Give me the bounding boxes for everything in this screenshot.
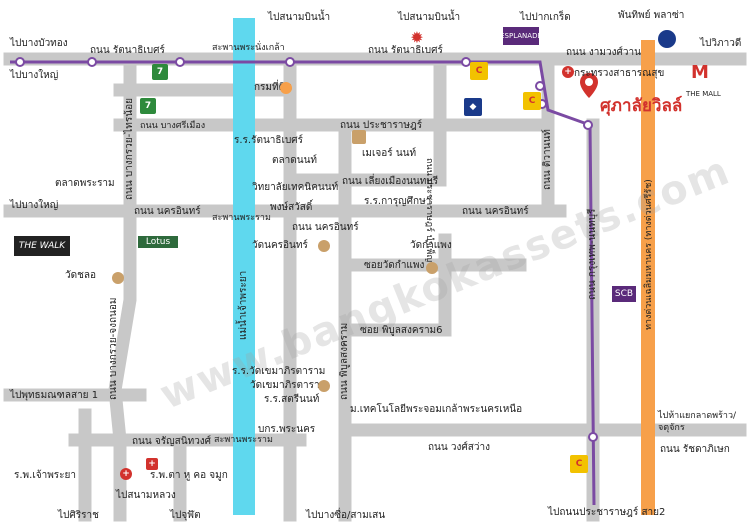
station-6 [535, 81, 545, 91]
place-technic-pnn: ม.เทคโนโลยีพระจอมเกล้าพระนครเหนือ [350, 404, 523, 415]
place-rr-kan-suksa: ร.ร.การุญศึกษา [364, 196, 432, 207]
label-sanam-bin-nam-1: ไปสนามบินน้ำ [268, 12, 331, 23]
road-soi-phibun [338, 233, 452, 337]
major-icon [352, 130, 366, 144]
place-lat-phrao: ไปห้าแยกลาดพร้าว/ จตุจักร [658, 411, 737, 433]
road-label-bang-si-mueang: ถนน บางศรีเมือง [140, 121, 206, 131]
station-8 [583, 120, 593, 130]
the-mall-logo: M [691, 61, 709, 83]
station-2 [87, 57, 97, 67]
place-rr-wat-khema: ร.ร.วัดเขมาภิรตาราม [232, 366, 326, 377]
hospital-icon-2: + [146, 458, 158, 470]
central-logo: ✹ [410, 27, 424, 47]
bank-icon: ◆ [464, 98, 482, 116]
place-rp-ta-hu: ร.พ.ตา หู คอ จมูก [150, 470, 228, 481]
road-label-pracharat: ถนน กรุงเทพ-นนทบุรี [587, 208, 598, 300]
purple-line-stations [15, 57, 598, 442]
road-label-ngamwongwan: ถนน งามวงศ์วาน [566, 47, 641, 58]
place-wat-kam-phaeng: วัดกำแพง [410, 240, 452, 251]
project-title: ศุภาลัยวิลล์ [600, 96, 683, 116]
road-label-bang-kruai: ถนน บางกรวย-จงถนอม [108, 297, 119, 401]
road-label-prachaniwet: ถนน ประชาราษฎร์ [340, 120, 423, 131]
place-pracharat-sai2: ไปถนนประชาราษฎร์ สาย2 [548, 507, 666, 518]
seven-eleven-icon-2: 7 [140, 98, 156, 114]
place-soi-phibun: ซอย พิบูลสงคราม6 [360, 325, 443, 336]
place-phutthamonthon: ไปพุทธมณฑลสาย 1 [10, 390, 99, 401]
road-label-phibunsongkhram: ถนน พิบูลสงคราม [339, 322, 350, 400]
road-label-charan: ถนน จรัญสนิทวงศ์ [132, 436, 212, 447]
esplanade-logo: ESPLANADE [500, 27, 542, 45]
place-wat-chalo: วัดชลอ [65, 270, 97, 281]
place-wat-nakhon-in: วัดนครอินทร์ [252, 240, 308, 251]
place-bang-son: ไปบางซื่อ/สามเสน [306, 510, 386, 521]
place-rr-rattanathibet: ร.ร.รัตนาธิเบศร์ [234, 135, 304, 146]
place-rr-sarasas: ร.ร.สตรีนนท์ [264, 394, 320, 405]
road-label-expressway: ทางด่วนเฉลิมมหานคร (ทางด่วนศรีรัช) [644, 179, 654, 330]
bridge-phra-nang-klao: สะพานพระนั่งเกล้า [212, 43, 285, 53]
station-4 [285, 57, 295, 67]
place-siriraj: ไปศิริราช [58, 510, 99, 521]
temple-icon-3 [318, 380, 330, 392]
road-label-ratchadaphisek: ถนน รัชดาภิเษก [660, 444, 730, 455]
big-c-icon: C [470, 62, 488, 80]
place-sanam-luang: ไปสนามหลวง [116, 490, 176, 501]
road-label-wong-sawang: ถนน วงศ์สว่าง [428, 442, 490, 453]
place-pinklao: ไปจุฬัต [170, 510, 201, 521]
place-bang-yai-left: ไปบางใหญ่ [10, 200, 59, 211]
label-sanam-bin-nam-2: ไปสนามบินน้ำ [398, 12, 461, 23]
place-pongsawat: พงษ์สวัสดิ์ [270, 202, 313, 213]
big-c-icon-3: C [570, 455, 588, 473]
road-label-nakhon-in-3: ถนน นครอินทร์ [462, 206, 529, 217]
hospital-icon: + [562, 66, 574, 78]
temple-icon-4 [426, 262, 438, 274]
bridge-rama5: สะพานพระราม [212, 213, 271, 223]
label-bang-bua-thong: ไปบางบัวทอง [10, 38, 68, 49]
seven-eleven-icon: 7 [152, 64, 168, 80]
hospital-icon-3: + [120, 468, 132, 480]
place-bangkok-hospital: บกร.พระนคร [258, 424, 316, 435]
road-label-tiwanon: ถนน ติวานนท์ [542, 129, 553, 190]
place-rp-chao-phraya: ร.พ.เจ้าพระยา [14, 470, 77, 481]
road-label-rattanathibet-2: ถนน รัตนาธิเบศร์ [368, 45, 443, 56]
big-c-icon-2: C [523, 92, 541, 110]
the-walk-logo: THE WALK [14, 236, 70, 256]
bridge-rama7: สะพานพระราม [214, 435, 273, 445]
road-bang-kruai-vertical [108, 63, 137, 522]
label-vibhavadi: ไปวิภาวดี [700, 38, 742, 49]
place-the-mall: THE MALL [686, 90, 721, 98]
road-label-rattanathibet-1: ถนน รัตนาธิเบศร์ [90, 45, 165, 56]
temple-icon-2 [318, 240, 330, 252]
label-pantip: พันทิพย์ พลาซ่า [618, 10, 685, 21]
lotus-logo: Lotus [138, 236, 178, 248]
pantip-icon [658, 30, 676, 48]
station-3 [175, 57, 185, 67]
place-witthayalai-technic: วิทยาลัยเทคนิคนนท์ [252, 182, 339, 193]
road-label-nakhon-in-1: ถนน นครอินทร์ [134, 206, 201, 217]
station-1 [15, 57, 25, 67]
station-9 [588, 432, 598, 442]
road-label-chueam-nonthaburi: ถนน เลี่ยงเมืองนนทบุรี [342, 176, 439, 187]
orange-dot-icon [280, 82, 292, 94]
label-bang-yai-top: ไปบางใหญ่ [10, 70, 59, 81]
road-label-nakhon-in-2: ถนน นครอินทร์ [292, 222, 359, 233]
pin-center [585, 78, 593, 86]
road-label-bang-kruai-sai-noi: ถนน บางกรวย-ไทรน้อย [124, 98, 135, 200]
place-talat-nonthaburi: ตลาดนนท์ [272, 155, 317, 166]
place-moh: กระทรวงสาธารณสุข [574, 68, 665, 79]
temple-icon [112, 272, 124, 284]
purple-line [10, 60, 596, 506]
label-river: แม่น้ำเจ้าพระยา [238, 270, 249, 340]
scb-logo: SCB [612, 286, 636, 302]
place-talat-phra-ram: ตลาดพระราม [55, 178, 115, 189]
place-wat-khema: วัดเขมาภิรตาราม [250, 380, 327, 391]
place-kromthadin: กรมที่ดิน [254, 82, 292, 93]
label-pak-kret: ไปปากเกร็ด [520, 12, 571, 23]
place-major: เมเจอร์ นนท์ [362, 148, 417, 159]
place-soi-wat-kam-phaeng: ซอยวัดกำแพง [364, 260, 425, 271]
station-5 [461, 57, 471, 67]
